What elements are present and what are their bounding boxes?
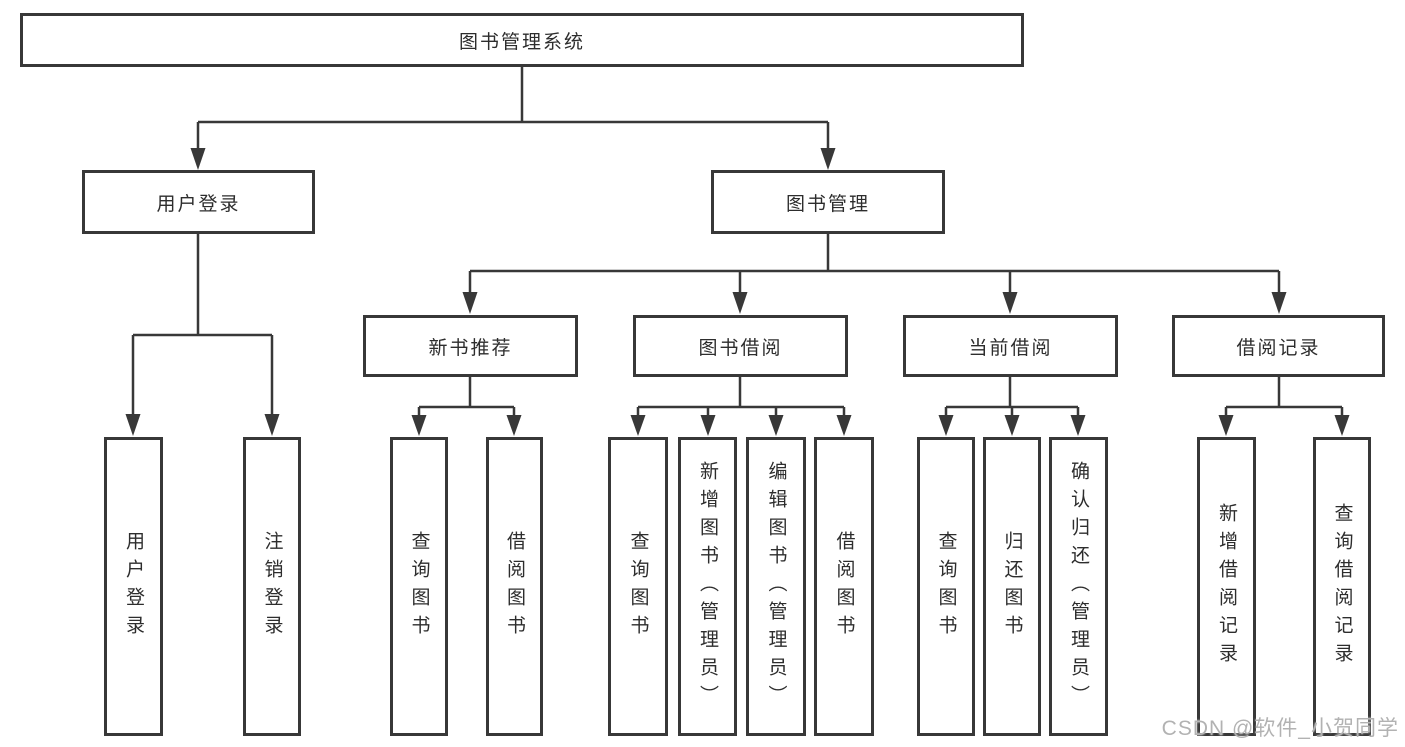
csdn-watermark: CSDN @软件_小贺同学	[1161, 717, 1399, 740]
leaf-label: 借阅图书	[504, 530, 525, 643]
connector-new-book-recommend-to-leaves	[411, 377, 522, 436]
connector-user-login-to-leaves	[125, 234, 280, 436]
leaf-confirm-return-admin: 确认归还（管理员）	[1049, 437, 1108, 736]
node-book-management: 图书管理	[711, 170, 945, 234]
leaf-user-login: 用户登录	[104, 437, 163, 736]
leaf-label: 查询图书	[627, 530, 649, 643]
node-book-borrowing: 图书借阅	[633, 315, 848, 377]
leaf-logout: 注销登录	[243, 437, 301, 736]
leaf-label: 归还图书	[1001, 530, 1023, 643]
node-label: 图书管理系统	[458, 31, 585, 53]
leaf-return-books: 归还图书	[983, 437, 1041, 736]
node-label: 新书推荐	[428, 337, 513, 359]
node-label: 用户登录	[156, 193, 241, 215]
node-label: 当前借阅	[968, 337, 1053, 359]
node-library-system: 图书管理系统	[20, 13, 1024, 67]
leaf-label: 查询借阅记录	[1331, 502, 1353, 671]
leaf-label: 编辑图书（管理员）	[765, 460, 787, 713]
node-label: 图书借阅	[698, 337, 783, 359]
leaf-label: 新增借阅记录	[1216, 502, 1237, 671]
leaf-query-borrow-record: 查询借阅记录	[1313, 437, 1371, 736]
leaf-add-books-admin: 新增图书（管理员）	[678, 437, 737, 736]
node-user-login: 用户登录	[82, 170, 315, 234]
leaf-label: 查询图书	[935, 530, 957, 643]
connector-borrowing-records-to-leaves	[1218, 377, 1350, 436]
node-label: 借阅记录	[1236, 337, 1321, 359]
connector-book-borrowing-to-leaves	[630, 377, 852, 436]
leaf-query-books-borrowing: 查询图书	[608, 437, 668, 736]
leaf-borrow-books: 借阅图书	[814, 437, 874, 736]
connector-current-borrowing-to-leaves	[938, 377, 1086, 436]
node-current-borrowing: 当前借阅	[903, 315, 1118, 377]
leaf-label: 确认归还（管理员）	[1068, 460, 1089, 713]
leaf-add-borrow-record: 新增借阅记录	[1197, 437, 1256, 736]
node-borrowing-records: 借阅记录	[1172, 315, 1385, 377]
leaf-label: 用户登录	[123, 530, 144, 643]
node-label: 图书管理	[785, 193, 870, 215]
leaf-label: 注销登录	[261, 530, 283, 643]
node-new-book-recommend: 新书推荐	[363, 315, 578, 377]
leaf-label: 新增图书（管理员）	[697, 460, 718, 713]
leaf-label: 查询图书	[408, 530, 430, 643]
leaf-edit-books-admin: 编辑图书（管理员）	[746, 437, 806, 736]
connector-root-to-level2	[190, 67, 836, 170]
leaf-query-books-recommend: 查询图书	[390, 437, 448, 736]
leaf-borrow-books-recommend: 借阅图书	[486, 437, 543, 736]
connector-book-management-to-level3	[462, 234, 1287, 314]
leaf-query-books-current: 查询图书	[917, 437, 975, 736]
leaf-label: 借阅图书	[833, 530, 855, 643]
